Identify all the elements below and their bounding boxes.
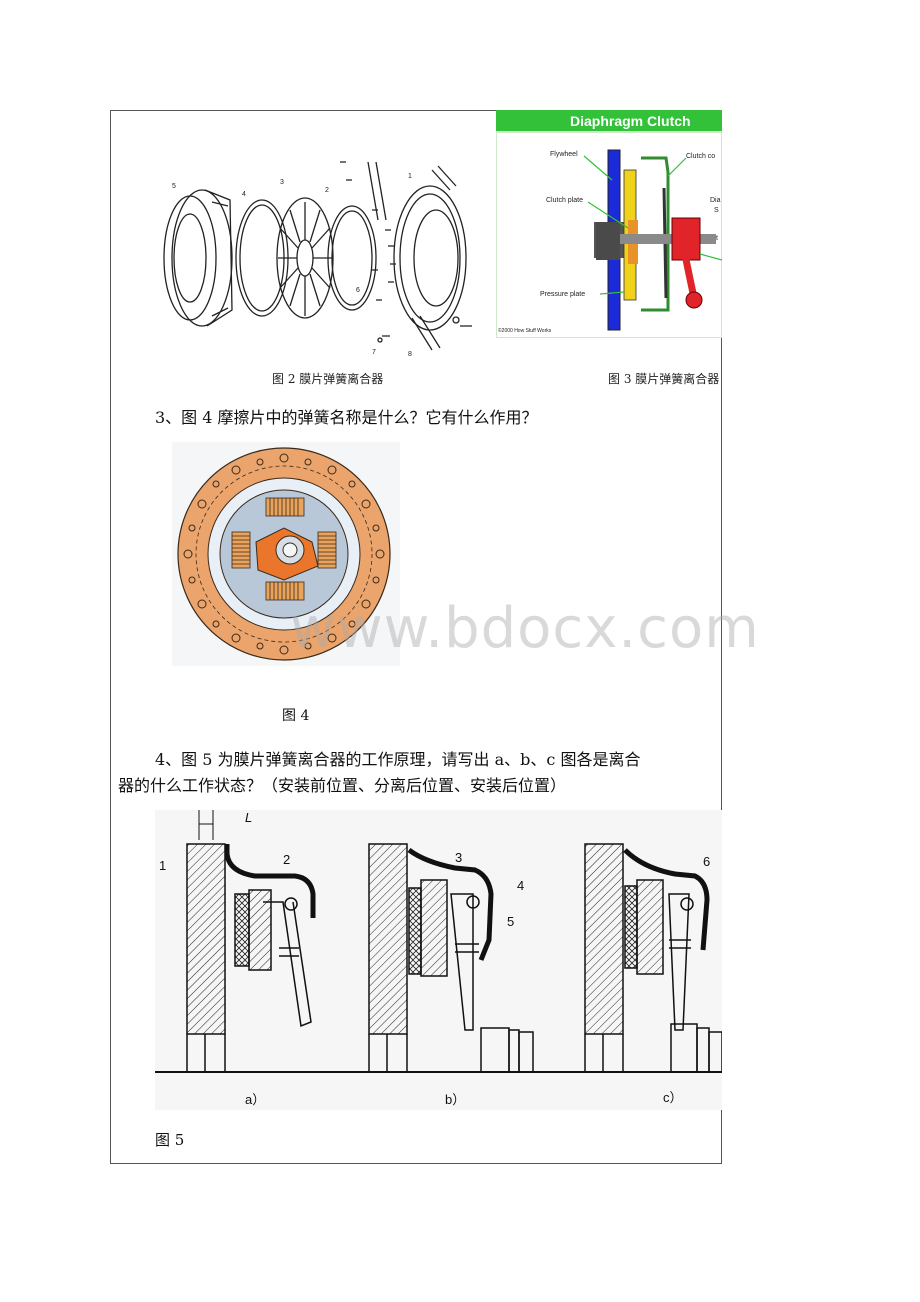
- watermark: www.bdocx.com: [290, 596, 760, 661]
- question-4-line-2: 器的什么工作状态？（安装前位置、分离后位置、安装后位置）: [118, 776, 567, 795]
- label-pressure-plate: Pressure plate: [540, 291, 585, 298]
- copyright: ©2000 How Stuff Works: [498, 327, 552, 334]
- fig5-label-5: 5: [507, 914, 514, 929]
- figure-5-caption: 图 5: [155, 1131, 185, 1149]
- sub-label-c: c）: [663, 1090, 683, 1105]
- fig2-label-7: 7: [372, 349, 376, 356]
- figure-4-caption: 图 4: [282, 708, 310, 724]
- fig2-label-3: 3: [280, 179, 284, 186]
- figure-2-caption: 图 2 膜片弹簧离合器: [272, 372, 384, 386]
- figure-4-friction-disc: [172, 442, 400, 666]
- label-diaphragm-s: S: [714, 207, 719, 214]
- question-4-line-1: 4、图 5 为膜片弹簧离合器的工作原理，请写出 a、b、c 图各是离合: [155, 750, 641, 769]
- question-3: 3、图 4 摩擦片中的弹簧名称是什么？它有什么作用？: [155, 408, 538, 427]
- banner: [496, 110, 722, 132]
- figure-2-exploded-drawing: 5 4 3 2 1 6 7 8: [163, 161, 472, 358]
- figure-3-diagram: Diaphragm Clutch Flywheel Clutch co Clut…: [496, 110, 722, 338]
- fig5-label-3: 3: [455, 850, 462, 865]
- sub-label-a: a）: [245, 1092, 265, 1107]
- fig2-label-6: 6: [356, 287, 360, 294]
- fig5-label-6: 6: [703, 854, 710, 869]
- dimension-label-l: L: [245, 810, 252, 825]
- label-clutch-plate: Clutch plate: [546, 197, 583, 204]
- fig2-label-8: 8: [408, 351, 412, 358]
- label-diaphragm: Dia: [710, 197, 721, 204]
- fig5-label-1: 1: [159, 858, 166, 873]
- sub-label-b: b）: [445, 1092, 465, 1107]
- label-flywheel: Flywheel: [550, 151, 578, 158]
- banner-title: Diaphragm Clutch: [570, 113, 691, 129]
- fig2-label-4: 4: [242, 191, 246, 198]
- label-t: t: [716, 235, 718, 242]
- label-clutch-cover: Clutch co: [686, 153, 715, 160]
- figure-3-caption: 图 3 膜片弹簧离合器: [608, 372, 720, 386]
- fig2-label-1: 1: [408, 173, 412, 180]
- fig5-label-4: 4: [517, 878, 524, 893]
- fig2-label-2: 2: [325, 187, 329, 194]
- table-cell-frame: [110, 110, 722, 1164]
- fig5-label-2: 2: [283, 852, 290, 867]
- fig2-label-5: 5: [172, 183, 176, 190]
- figure-5-working-states: L 1 2 3 4 5 6 a） b） c）: [155, 810, 722, 1110]
